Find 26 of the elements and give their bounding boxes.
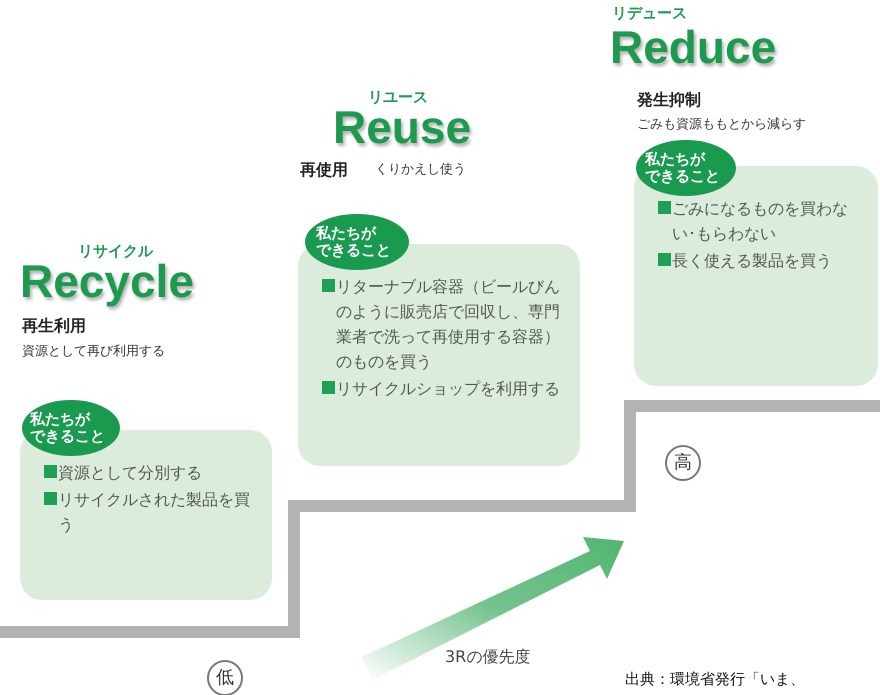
- bullet-text: ごみになるものを買わない･もらわない: [672, 198, 849, 245]
- bullet-text: リサイクルされた製品を買う: [58, 489, 251, 536]
- step-subtitle: 再使用: [300, 160, 348, 180]
- katakana-heading: リデュース: [612, 6, 687, 21]
- katakana-heading: リサイクル: [78, 244, 153, 259]
- step-subtitle: 発生抑制: [637, 90, 701, 110]
- step-subtitle: 再生利用: [22, 316, 86, 336]
- step-description: 資源として再び利用する: [22, 344, 165, 360]
- katakana-heading: リユース: [368, 90, 428, 105]
- step-description: ごみも資源ももとから減らす: [637, 117, 806, 134]
- bullet-text: 長く使える製品を買う: [672, 250, 832, 272]
- step-title: Reuse: [333, 104, 472, 150]
- bullet-text: リサイクルショップを利用する: [336, 378, 560, 400]
- bullet-text: リターナブル容器（ビールびんのように販売店で回収し、専門業者で洗って再使用する容器）のものを買う: [336, 276, 561, 373]
- action-card: [20, 430, 272, 600]
- label-oval: 私たちができること: [305, 214, 409, 270]
- label-oval: 私たちができること: [22, 400, 120, 456]
- action-card: [634, 166, 878, 386]
- step-title: Reduce: [610, 24, 776, 70]
- axis-label: 3Rの優先度: [445, 647, 530, 667]
- label-oval: 私たちができること: [636, 140, 736, 196]
- bullet-text: 資源として分別する: [58, 462, 202, 484]
- step-title: Recycle: [20, 258, 194, 304]
- step-description: くりかえし使う: [375, 162, 466, 178]
- source-note: 出典：環境省発行「いま、: [625, 670, 805, 689]
- action-card: [298, 244, 580, 466]
